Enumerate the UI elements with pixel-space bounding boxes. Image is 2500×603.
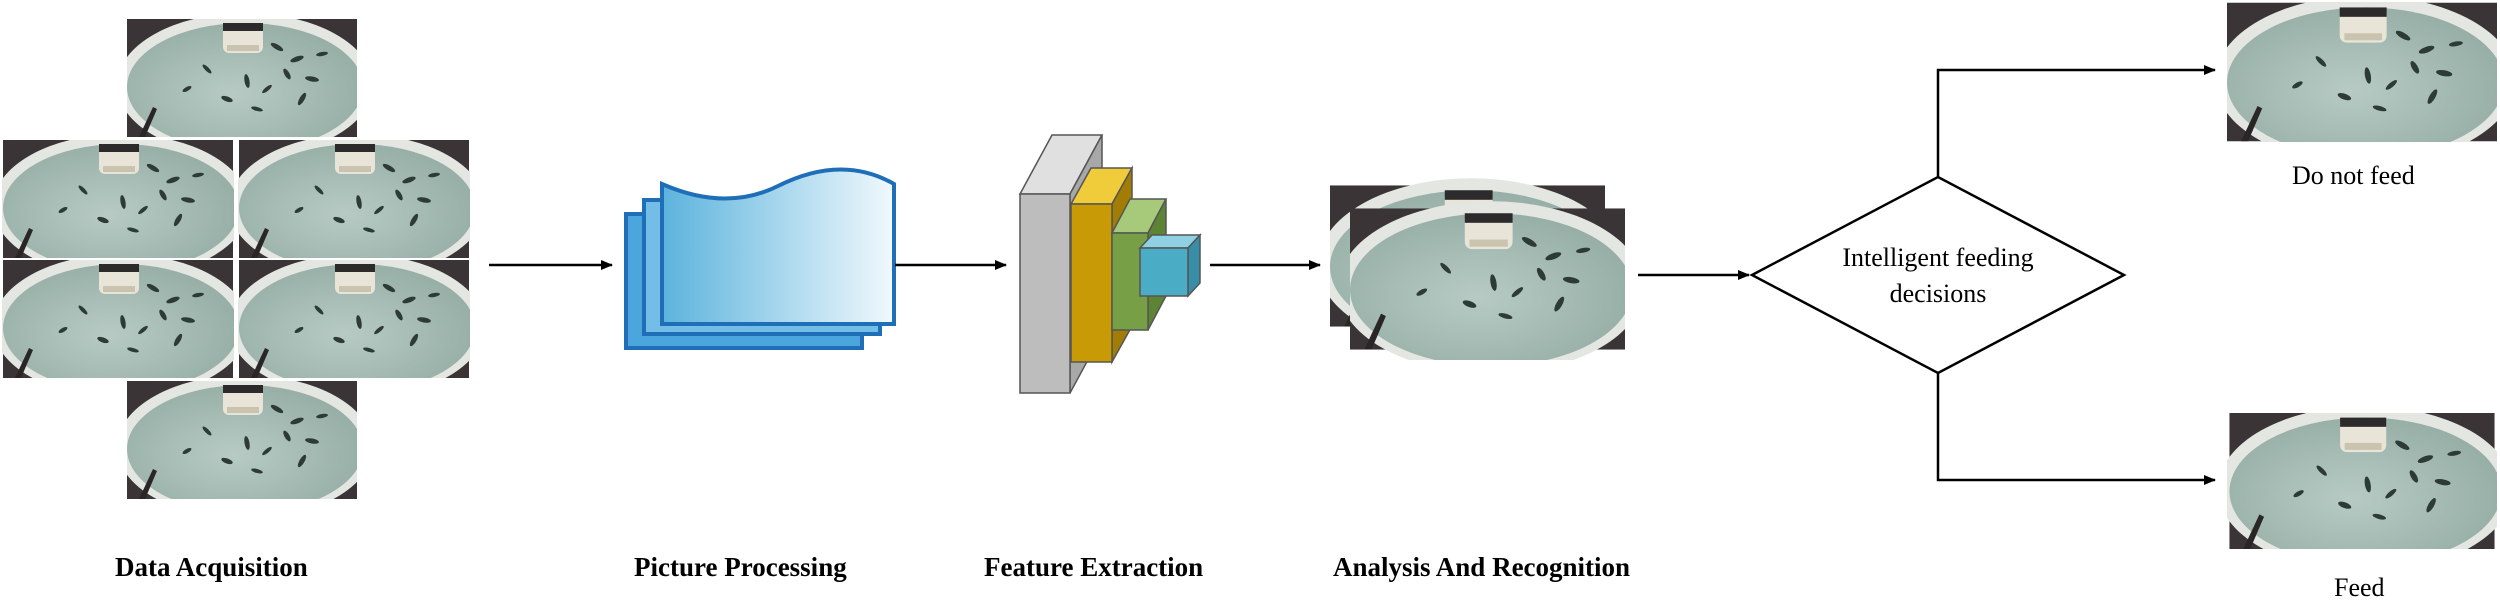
outcome-label-do-not-feed: Do not feed <box>2292 161 2415 190</box>
fish-tank-photo-icon <box>2 140 234 258</box>
fish-tank-photo-icon <box>127 381 357 499</box>
picture-processing-icon <box>624 167 896 350</box>
fish-tank-photo-icon <box>2227 2 2497 142</box>
cnn-layers-icon <box>1018 134 1202 394</box>
outcome-label-feed: Feed <box>2334 573 2385 602</box>
decision-label: Intelligent feeding decisions <box>1818 240 2058 312</box>
stage-label-picture-processing: Picture Processing <box>634 552 847 582</box>
branch-arrow-do-not-feed <box>1936 65 2216 177</box>
stage-label-data-acquisition: Data Acquisition <box>115 552 308 582</box>
decision-diamond <box>1749 175 2127 375</box>
fish-tank-photo-icon <box>238 260 470 378</box>
stage-label-analysis-recognition: Analysis And Recognition <box>1333 552 1631 582</box>
branch-arrow-feed <box>1936 373 2216 485</box>
data-acquisition-photos <box>2 19 470 499</box>
fish-tank-photo-icon <box>2 260 234 378</box>
fish-tank-photo-icon <box>238 140 470 258</box>
fish-tank-photo-icon <box>127 19 357 137</box>
stage-label-feature-extraction: Feature Extraction <box>984 552 1204 582</box>
fish-tank-photo-icon <box>2227 413 2497 549</box>
decision-label-line2: decisions <box>1889 279 1987 308</box>
decision-label-line1: Intelligent feeding <box>1842 243 2034 272</box>
fish-tank-photo-icon <box>1350 201 1625 360</box>
analysis-recognition-photos <box>1330 178 1625 360</box>
